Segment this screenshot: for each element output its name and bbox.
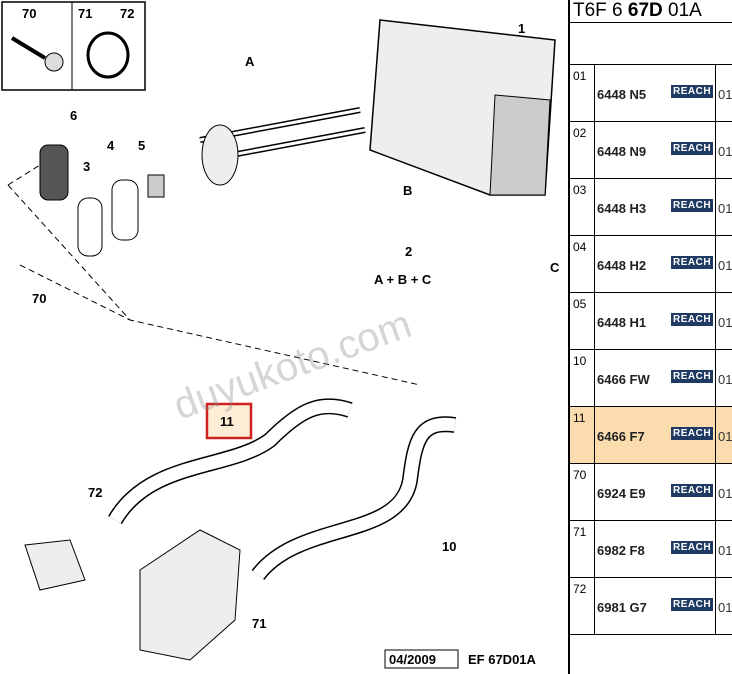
quantity: 01 [718, 315, 732, 330]
reach-badge: REACH [671, 427, 714, 440]
reach-badge: REACH [671, 256, 714, 269]
label-formula: A + B + C [374, 272, 432, 287]
fastener-inset: 70 71 72 [1, 1, 146, 91]
label-1: 1 [518, 21, 525, 36]
part-reference[interactable]: 6448 N9 [597, 144, 647, 159]
quantity: 01 [718, 486, 732, 501]
label-3: 3 [83, 159, 90, 174]
part-reference[interactable]: 6448 N5 [597, 87, 647, 102]
label-6: 6 [70, 108, 77, 123]
heater-matrix [199, 19, 556, 196]
panel-title: T6F 6 67D 01A [570, 0, 732, 23]
title-bold: 67D [627, 0, 663, 21]
parts-diagram: 70 71 72 1 A B C 2 A + B + C 3 4 5 6 70 … [1, 1, 560, 669]
label-10: 10 [442, 539, 456, 554]
part-reference[interactable]: 6466 F7 [597, 429, 645, 444]
label-70: 70 [32, 291, 46, 306]
footer-date: 04/2009 [389, 652, 436, 667]
row-index: 01 [573, 69, 587, 83]
footer-code: EF 67D01A [468, 652, 537, 667]
row-index: 11 [573, 411, 586, 425]
row-index: 70 [573, 468, 587, 482]
quantity: 01 [718, 600, 732, 615]
row-index: 05 [573, 297, 587, 311]
label-C: C [550, 260, 560, 275]
part-row[interactable]: 11 6466 F7 REACH 01 [570, 407, 732, 464]
row-index: 71 [573, 525, 587, 539]
label-4: 4 [107, 138, 115, 153]
quantity: 01 [718, 429, 732, 444]
reach-badge: REACH [671, 484, 714, 497]
title-prefix: T6F 6 [573, 0, 628, 21]
quantity: 01 [718, 372, 732, 387]
part-row[interactable]: 71 6982 F8 REACH 01 [570, 521, 732, 578]
part-reference[interactable]: 6466 FW [597, 372, 650, 387]
clamp-icon [86, 31, 130, 79]
part-row[interactable]: 70 6924 E9 REACH 01 [570, 464, 732, 521]
label-A: A [245, 54, 255, 69]
part-row[interactable]: 02 6448 N9 REACH 01 [570, 122, 732, 179]
reach-badge: REACH [671, 541, 714, 554]
part-row[interactable]: 04 6448 H2 REACH 01 [570, 236, 732, 293]
part-row[interactable]: 03 6448 H3 REACH 01 [570, 179, 732, 236]
reach-badge: REACH [671, 199, 714, 212]
watermark: duyukoto.com [168, 302, 417, 429]
part-row[interactable]: 72 6981 G7 REACH 01 [570, 578, 732, 635]
part-row[interactable]: 01 6448 N5 REACH 01 [570, 65, 732, 122]
gaskets [39, 144, 165, 257]
reach-badge: REACH [671, 370, 714, 383]
reach-badge: REACH [671, 598, 714, 611]
label-2: 2 [405, 244, 412, 259]
label-11[interactable]: 11 [220, 414, 234, 429]
part-reference[interactable]: 6448 H2 [597, 258, 647, 273]
quantity: 01 [718, 258, 732, 273]
highlight-box-11[interactable] [205, 402, 253, 440]
row-index: 04 [573, 240, 587, 254]
quantity: 01 [718, 144, 732, 159]
part-row[interactable]: 10 6466 FW REACH 01 [570, 350, 732, 407]
quantity: 01 [718, 543, 732, 558]
row-index: 03 [573, 183, 587, 197]
row-index: 02 [573, 126, 587, 140]
title-suffix: 01A [662, 0, 702, 21]
part-row[interactable]: 05 6448 H1 REACH 01 [570, 293, 732, 350]
label-70: 70 [22, 6, 36, 21]
screw-icon [10, 36, 47, 60]
reach-badge: REACH [671, 313, 714, 326]
part-reference[interactable]: 6924 E9 [597, 486, 646, 501]
quantity: 01 [718, 87, 732, 102]
label-71: 71 [252, 616, 266, 631]
panel-blank-row [570, 23, 732, 65]
part-reference[interactable]: 6982 F8 [597, 543, 645, 558]
label-72: 72 [120, 6, 134, 21]
label-72: 72 [88, 485, 102, 500]
part-reference[interactable]: 6448 H3 [597, 201, 647, 216]
thermostat-housing [24, 529, 241, 661]
reach-badge: REACH [671, 142, 714, 155]
part-reference[interactable]: 6448 H1 [597, 315, 647, 330]
label-5: 5 [138, 138, 145, 153]
label-B: B [403, 183, 412, 198]
label-71: 71 [78, 6, 92, 21]
part-reference[interactable]: 6981 G7 [597, 600, 647, 615]
quantity: 01 [718, 201, 732, 216]
row-index: 72 [573, 582, 587, 596]
row-index: 10 [573, 354, 587, 368]
reach-badge: REACH [671, 85, 714, 98]
